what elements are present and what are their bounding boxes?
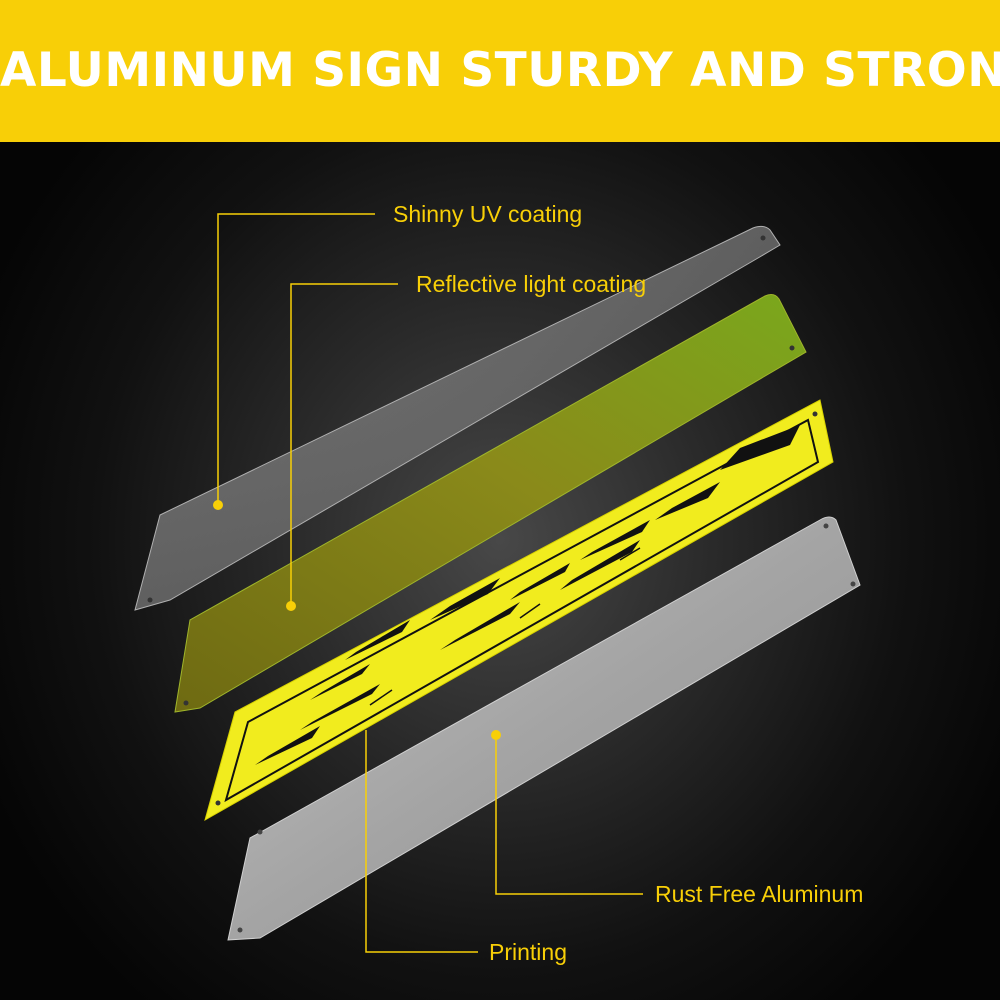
printed-sign-layer — [204, 399, 834, 822]
aluminum-base-layer — [227, 516, 861, 941]
uv-coating-label: Shinny UV coating — [393, 201, 583, 227]
uv-callout-dot — [213, 500, 223, 510]
page-title: ALUMINUM SIGN STURDY AND STRONG — [0, 43, 1000, 98]
reflective-coating-layer — [174, 294, 807, 713]
header-banner: ALUMINUM SIGN STURDY AND STRONG — [0, 0, 1000, 142]
printing-label: Printing — [489, 939, 567, 965]
reflective-coating-label: Reflective light coating — [416, 271, 647, 297]
rust-free-aluminum-label: Rust Free Aluminum — [655, 881, 864, 907]
sign-print-blocks — [255, 425, 800, 765]
rust-callout-dot — [491, 730, 501, 740]
reflective-callout-dot — [286, 601, 296, 611]
callout-dots — [213, 500, 501, 740]
callout-lines — [217, 213, 643, 953]
uv-coating-layer — [134, 225, 781, 611]
